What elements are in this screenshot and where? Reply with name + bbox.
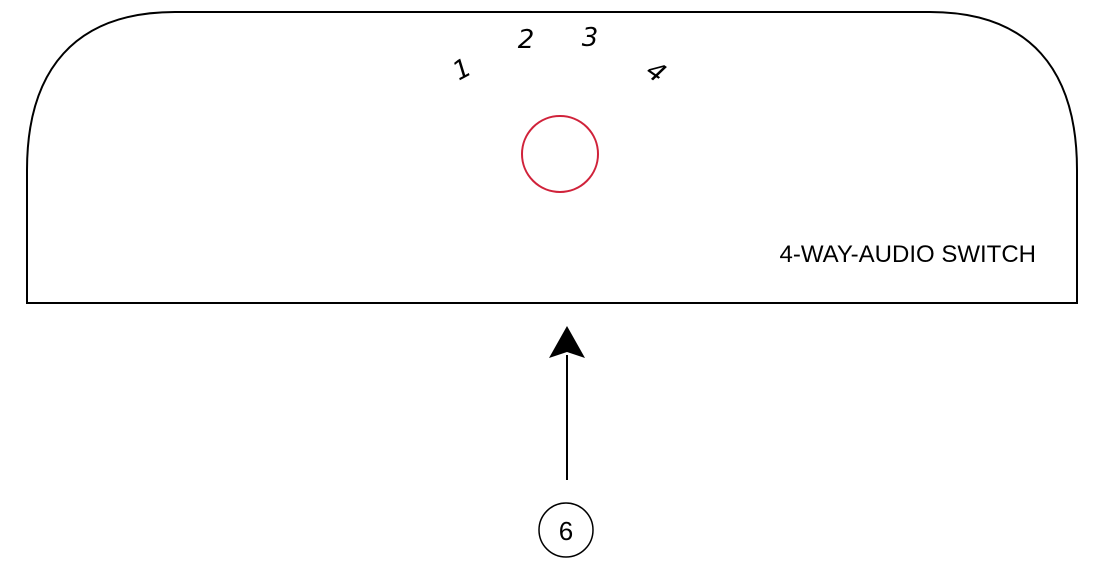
- callout-marker: 6: [538, 502, 594, 558]
- dial-position-1: 1: [448, 53, 477, 87]
- device-label: 4-WAY-AUDIO SWITCH: [780, 241, 1036, 268]
- dial-position-2: 2: [518, 25, 535, 55]
- selector-knob[interactable]: [521, 115, 599, 193]
- dial-position-4: 4: [640, 55, 671, 89]
- device-outline: [26, 11, 1078, 304]
- dial-position-3: 3: [582, 23, 599, 53]
- callout-number: 6: [559, 516, 573, 546]
- callout-arrow: [549, 326, 585, 480]
- dial-labels: 1 2 3 4: [448, 23, 671, 89]
